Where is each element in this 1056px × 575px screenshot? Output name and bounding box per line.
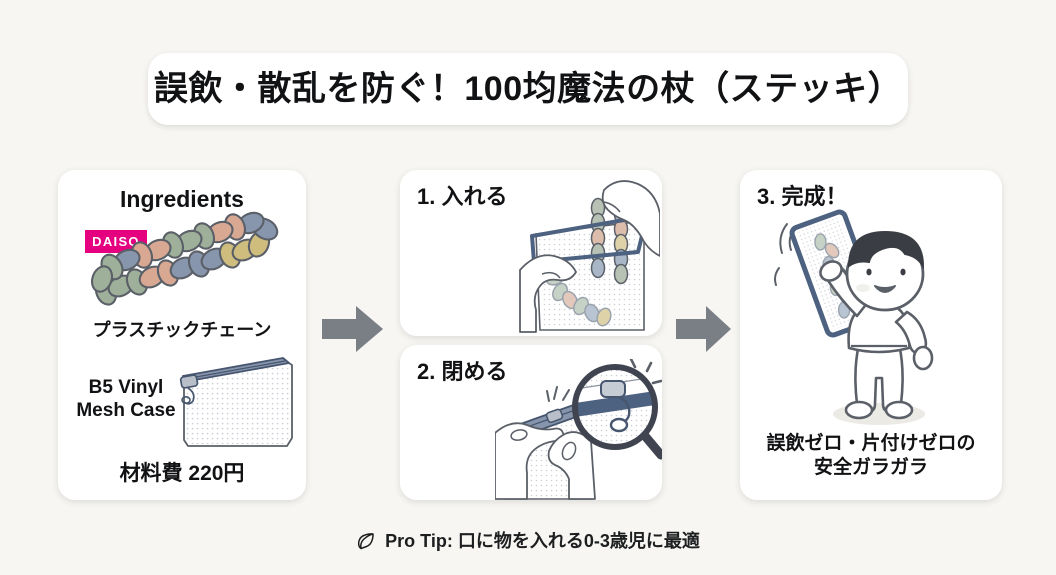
ingredients-heading: Ingredients: [120, 186, 244, 212]
case-item-label-line2: Mesh Case: [76, 400, 176, 422]
leaf-icon: [358, 533, 374, 550]
step-2-card: 2. 閉める: [400, 345, 662, 500]
result-caption-line2: 安全ガラガラ: [813, 456, 928, 478]
result-card: 3. 完成！: [740, 170, 1002, 500]
case-item-label-line1: B5 Vinyl: [88, 377, 164, 398]
daiso-logo: DAISO: [85, 230, 147, 253]
footer-pro-tip-text: Pro Tip: 口に物を入れる0-3歳児に最適: [385, 531, 700, 551]
toddler-shaking-rattle-illustration: [774, 209, 934, 425]
ingredients-card: Ingredients DAISO: [58, 170, 306, 500]
result-caption-line1: 誤飲ゼロ・片付けゼロの: [766, 433, 976, 454]
flow-arrow-right: [322, 306, 383, 352]
daiso-logo-text: DAISO: [92, 234, 140, 249]
page-title: 誤飲・散乱を防ぐ！100均魔法の杖（ステッキ）: [153, 70, 903, 108]
step-1-heading: 1. 入れる: [417, 184, 508, 209]
result-caption: 誤飲ゼロ・片付けゼロの 安全ガラガラ: [748, 432, 994, 480]
result-heading: 3. 完成！: [757, 184, 848, 209]
page-title-banner: 誤飲・散乱を防ぐ！100均魔法の杖（ステッキ）: [148, 53, 908, 125]
chain-item-label: プラスチックチェーン: [92, 320, 272, 340]
step-2-heading: 2. 閉める: [417, 359, 508, 384]
material-cost-label: 材料費 220円: [119, 462, 245, 485]
case-item-label: B5 Vinyl Mesh Case: [74, 376, 178, 422]
plastic-chain-illustration: [90, 211, 279, 306]
hands-closing-zipper-illustration: [495, 359, 662, 500]
b5-vinyl-mesh-case-illustration: [179, 357, 293, 447]
hands-inserting-chain-illustration: [519, 180, 660, 333]
flow-arrow-right: [676, 306, 731, 352]
step-1-card: 1. 入れる: [400, 170, 662, 336]
footer-pro-tip: Pro Tip: 口に物を入れる0-3歳児に最適: [0, 531, 1056, 551]
